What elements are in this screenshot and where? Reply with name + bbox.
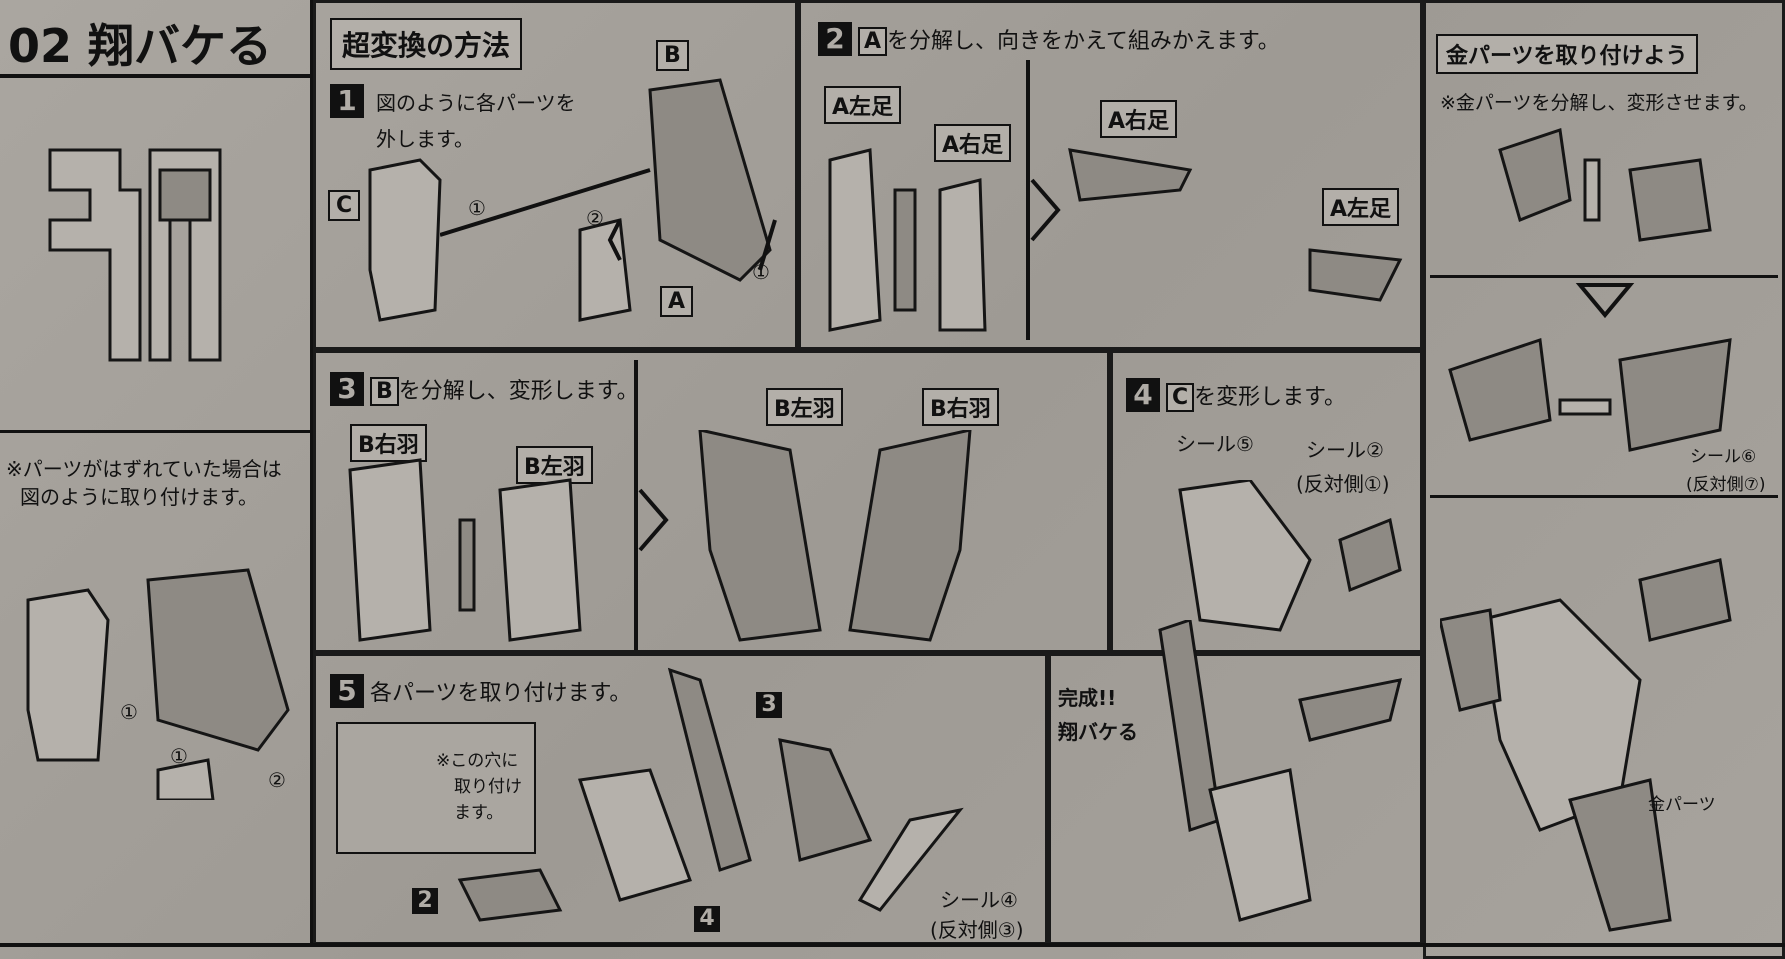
step2-divider-arrow <box>1026 60 1061 340</box>
step1-circle-3: ① <box>752 260 770 284</box>
step1-number: 1 <box>330 84 364 118</box>
left-divider <box>0 430 312 433</box>
step2-box: A <box>858 27 888 56</box>
gold-final-figure <box>1440 558 1732 932</box>
gold-title-text: 金パーツを取り付けよう <box>1446 44 1688 69</box>
step3-box: B <box>370 377 399 406</box>
step1-circle-1: ① <box>468 196 486 220</box>
method-panel <box>313 0 798 350</box>
gold-top-figure <box>1498 128 1712 242</box>
gold-seal6-opposite: (反対側⑦) <box>1686 475 1766 495</box>
left-circle-2: ② <box>268 768 286 792</box>
label-b: B <box>656 40 689 71</box>
step2-panel <box>798 0 1423 350</box>
gold-divider-1 <box>1430 275 1778 278</box>
left-circle-1: ① <box>120 700 138 724</box>
step3-left-wing-2: B左羽 <box>766 388 843 426</box>
step1-figure <box>368 78 772 322</box>
step2-figure <box>828 148 1403 332</box>
step3-divider-arrow <box>634 360 669 650</box>
header-number: 02 <box>8 19 73 73</box>
step1-text-line1: 図のように各パーツを <box>376 91 576 115</box>
step4-text: を変形します。 <box>1194 385 1346 410</box>
gold-parts-label: 金パーツ <box>1648 795 1716 815</box>
step4-box: C <box>1166 383 1195 412</box>
step1-circle-2: ② <box>586 206 604 230</box>
step5-inset-line2: 取り付け <box>454 777 522 797</box>
step5-tag-4: 4 <box>694 906 720 932</box>
header-title: 02 翔バケる <box>8 10 272 76</box>
step5-inset-line1: ※この穴に <box>436 751 519 771</box>
gold-divider-2 <box>1430 495 1778 498</box>
step2-right-foot-2: A右足 <box>1100 100 1178 138</box>
gold-middle-figure <box>1448 337 1732 452</box>
complete-line2: 翔バケる <box>1058 720 1138 744</box>
step4-figure <box>1178 480 1402 632</box>
method-title-text: 超変換の方法 <box>342 29 511 62</box>
label-a: A <box>660 286 694 317</box>
step5-tag-3: 3 <box>756 692 782 718</box>
step5-tag-2: 2 <box>412 888 438 914</box>
left-note-line1: ※パーツがはずれていた場合は <box>6 457 282 481</box>
step5-seal4: シール④ <box>940 888 1018 912</box>
step1-text-line2: 外します。 <box>376 127 474 151</box>
gold-note: ※金パーツを分解し、変形させます。 <box>1440 92 1758 114</box>
method-title: 超変換の方法 <box>330 18 523 70</box>
step5-text: 各パーツを取り付けます。 <box>370 681 632 706</box>
step5-figure <box>457 667 964 922</box>
step4-number: 4 <box>1126 378 1160 412</box>
gold-down-arrow <box>1575 283 1635 319</box>
left-column-border <box>310 0 313 945</box>
header-name: 翔バケる <box>88 19 273 73</box>
step5-inset <box>336 722 536 854</box>
gold-seal6: シール⑥ <box>1690 447 1757 467</box>
left-assembly-figure <box>26 568 290 800</box>
step1-arrows <box>440 168 777 271</box>
step5-seal4-opposite: (反対側③) <box>930 918 1024 942</box>
step4-seal2-opposite: (反対側①) <box>1296 472 1390 496</box>
step3-number: 3 <box>330 372 364 406</box>
step3-figure <box>348 430 972 642</box>
step2-number: 2 <box>818 22 852 56</box>
step4-seal2: シール② <box>1306 438 1384 462</box>
step2-text: を分解し、向きをかえて組みかえます。 <box>887 29 1280 54</box>
complete-line1: 完成!! <box>1058 686 1117 710</box>
step3-panel <box>313 350 1110 653</box>
step3-right-wing-2: B右羽 <box>922 388 999 426</box>
step3-right-wing: B右羽 <box>350 424 427 462</box>
gold-panel <box>1423 0 1785 959</box>
step2-left-foot: A左足 <box>824 86 902 124</box>
header-rule <box>0 74 310 78</box>
step2-right-foot: A右足 <box>934 124 1012 162</box>
step5-inset-line3: ます。 <box>454 803 504 823</box>
bottom-border <box>0 943 1785 947</box>
label-c: C <box>328 190 361 221</box>
step4-panel <box>1110 350 1423 653</box>
step1-heading: 1 <box>330 84 370 118</box>
step5-number: 5 <box>330 674 364 708</box>
left-circle-3: ① <box>170 744 188 768</box>
left-note-line2: 図のように取り付けます。 <box>20 485 258 509</box>
complete-figure <box>1158 620 1403 922</box>
step2-left-foot-2: A左足 <box>1322 188 1400 226</box>
step4-seal5: シール⑤ <box>1176 432 1254 456</box>
gold-title: 金パーツを取り付けよう <box>1436 34 1698 74</box>
large-character-icon <box>48 148 222 362</box>
step3-text: を分解し、変形します。 <box>398 379 639 404</box>
